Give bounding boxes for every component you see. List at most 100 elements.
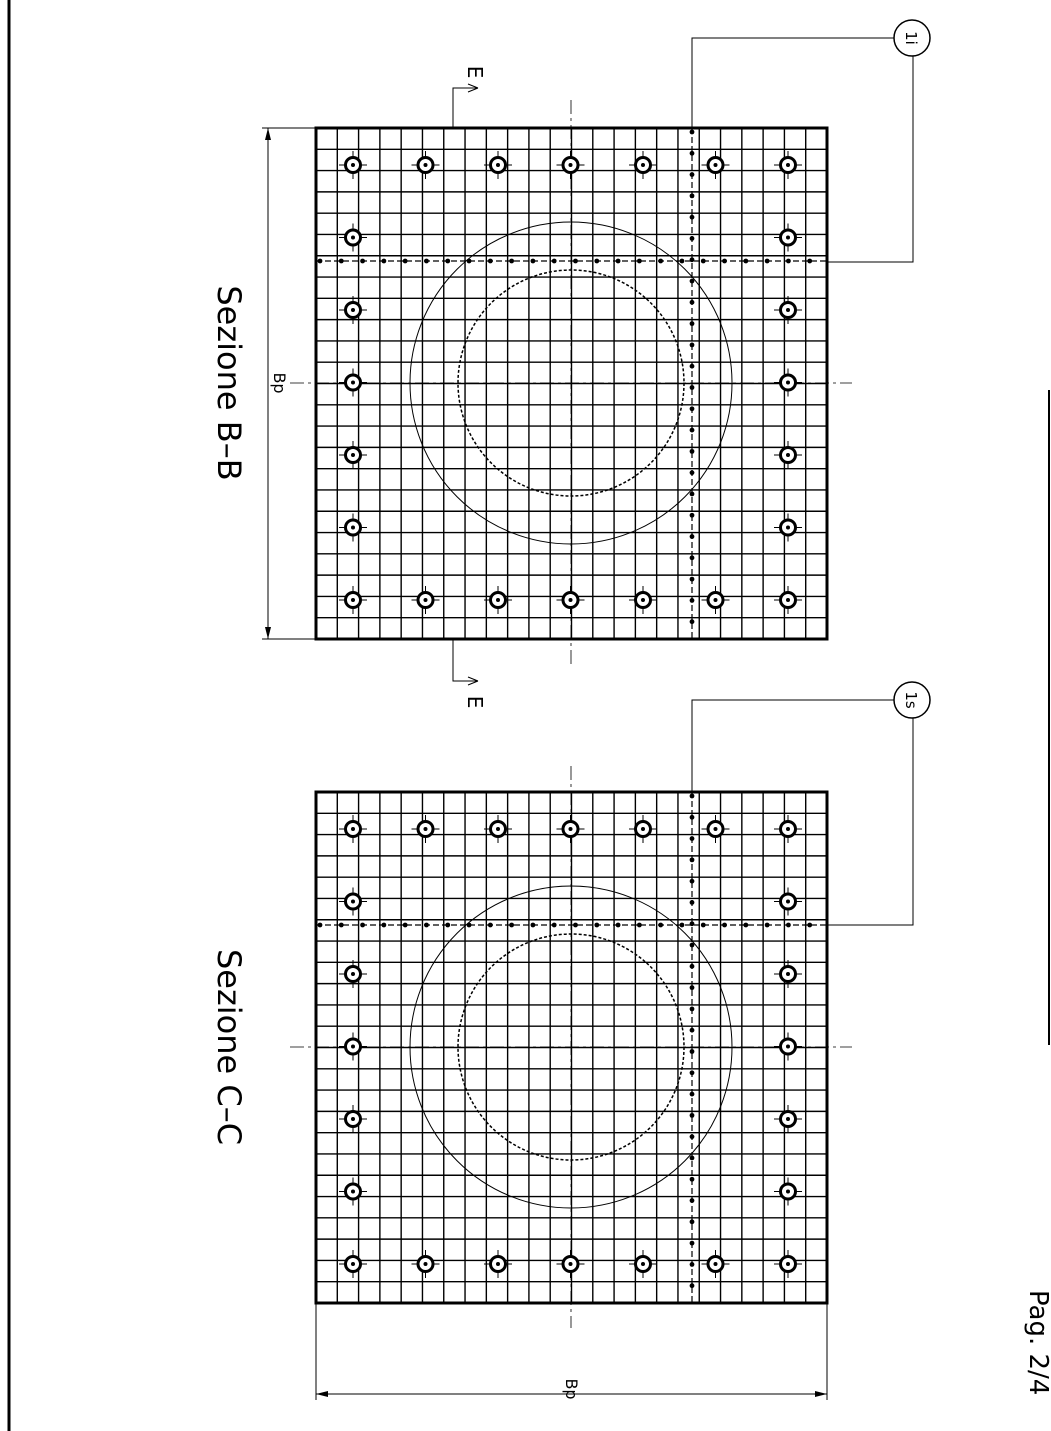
rebar-dot <box>689 1219 695 1225</box>
rebar-dot <box>689 236 695 241</box>
rebar-dot <box>764 922 770 928</box>
anchor-bolt <box>556 1250 585 1278</box>
rebar-dot <box>689 1027 695 1033</box>
rebar-dot <box>689 555 695 561</box>
bolt-center <box>351 453 355 457</box>
rebar-dot <box>689 1049 695 1054</box>
rebar-dot <box>338 258 344 264</box>
bolt-center <box>496 1262 500 1266</box>
bolt-center <box>786 453 790 457</box>
section-c-c-rebar-v <box>689 792 695 1303</box>
rebar-dot <box>381 258 387 264</box>
rebar-dot <box>658 922 664 928</box>
anchor-bolt <box>774 586 802 614</box>
anchor-bolt <box>339 441 367 469</box>
anchor-bolt <box>484 815 512 843</box>
anchor-bolt <box>339 1250 367 1278</box>
rebar-dot <box>689 512 695 518</box>
bolt-center <box>351 899 355 904</box>
section-b-b-rebar-h <box>316 258 827 264</box>
rebar-dot <box>689 1134 695 1140</box>
section-b-b-rebar-v <box>689 128 695 639</box>
bolt-center <box>496 827 500 831</box>
rebar-dot <box>679 258 685 264</box>
rebar-dot <box>689 1198 695 1203</box>
section-b-b: Bp Sezione B–B E E 1i <box>210 19 931 708</box>
rebar-dot <box>338 922 344 928</box>
section-b-b-outline <box>314 126 829 641</box>
rebar-dot <box>689 857 695 863</box>
anchor-bolt <box>629 586 657 614</box>
section-c-c-dimension-label: Bp <box>562 1378 581 1399</box>
rebar-dot <box>615 258 621 264</box>
bolt-center <box>423 163 428 167</box>
rebar-dot <box>424 922 429 928</box>
page-number: Pag. 2/4 <box>1023 1290 1051 1395</box>
rebar-dot <box>487 922 493 928</box>
rebar-dot <box>360 258 365 264</box>
rebar-dot <box>402 258 408 264</box>
rebar-dot <box>689 814 695 820</box>
bolt-center <box>786 1262 790 1266</box>
rebar-dot <box>317 922 323 928</box>
anchor-bolt <box>411 151 440 179</box>
rebar-dot <box>700 258 706 264</box>
section-b-b-cut-marker-top: E <box>452 66 487 128</box>
rebar-dot <box>689 534 695 539</box>
bolt-center <box>351 827 355 831</box>
bolt-center <box>786 972 790 976</box>
rebar-dot <box>689 900 695 905</box>
bolt-center <box>641 598 645 602</box>
anchor-bolt <box>339 296 367 324</box>
anchor-bolt <box>774 815 802 843</box>
bolt-center <box>786 235 790 240</box>
rebar-dot <box>743 922 749 928</box>
rebar-dot <box>636 258 642 264</box>
bolt-center <box>786 1044 790 1049</box>
anchor-bolt <box>339 513 367 542</box>
rebar-dot <box>689 299 695 305</box>
anchor-bolt <box>629 151 657 179</box>
bolt-center <box>423 598 428 602</box>
bolt-center <box>351 308 355 312</box>
anchor-bolt <box>774 887 802 916</box>
rebar-dot <box>445 922 451 928</box>
bolt-center <box>568 1262 573 1266</box>
rebar-dot <box>689 491 695 497</box>
rebar-dot <box>689 921 695 927</box>
rebar-dot <box>689 598 695 603</box>
bolt-center <box>713 598 718 602</box>
rebar-dot <box>689 193 695 199</box>
section-c-c-outline <box>314 790 829 1305</box>
bolt-center <box>423 1262 428 1266</box>
rebar-dot <box>551 258 557 264</box>
rebar-dot <box>551 922 557 928</box>
rebar-dot <box>689 321 695 327</box>
anchor-bolt <box>339 151 367 179</box>
anchor-bolt <box>556 151 585 179</box>
callout-1i-label: 1i <box>902 31 920 45</box>
rebar-dot <box>689 150 695 156</box>
rebar-dot <box>445 258 451 264</box>
rebar-dot <box>381 922 387 928</box>
anchor-bolt <box>411 586 440 614</box>
section-c-c-title: Sezione C–C <box>210 949 248 1145</box>
bolt-center <box>351 1044 355 1049</box>
bolt-center <box>786 380 790 385</box>
section-b-b-grid <box>316 128 827 639</box>
bolt-center <box>641 827 645 831</box>
bolt-center <box>786 598 790 602</box>
anchor-bolt <box>484 1250 512 1278</box>
bolt-center <box>713 163 718 167</box>
rebar-dot <box>689 1091 695 1097</box>
rebar-dot <box>509 258 515 264</box>
anchor-bolt <box>701 151 730 179</box>
rebar-dot <box>689 448 695 454</box>
anchor-bolt <box>339 960 367 988</box>
rebar-dot <box>689 1006 695 1012</box>
anchor-bolt <box>339 1032 367 1061</box>
anchor-bolt <box>774 1032 802 1061</box>
rebar-dot <box>689 1240 695 1246</box>
bolt-center <box>786 308 790 312</box>
